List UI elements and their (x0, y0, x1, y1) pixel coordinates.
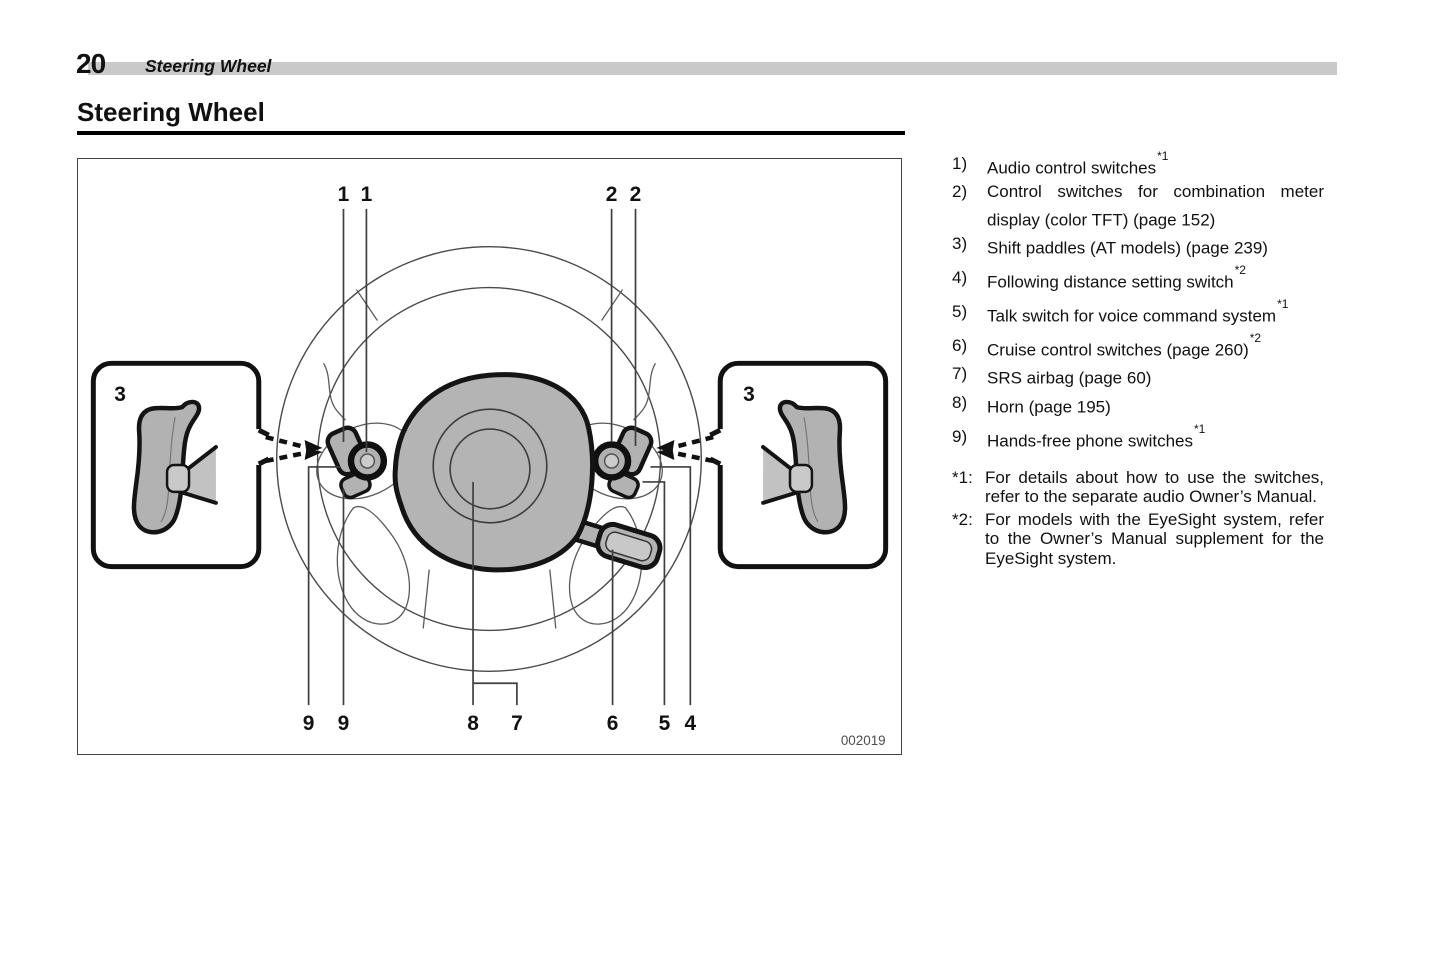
legend-item-8: 8) Horn (page 195) (952, 391, 1324, 419)
legend-item-7: 7) SRS airbag (page 60) (952, 362, 1324, 390)
callout-2a: 2 (606, 183, 618, 206)
legend-item-text: Talk switch for voice command system (987, 306, 1277, 326)
left-side-elements (90, 289, 430, 629)
shift-paddle-drawing (131, 399, 218, 535)
footnote-ref: *1 (1157, 149, 1169, 163)
callout-pointer-arrows (265, 434, 323, 464)
callout-9b: 9 (338, 712, 350, 735)
horn-pad-ring-outer (432, 408, 548, 524)
paddle-button (165, 463, 191, 494)
callout-9a: 9 (303, 712, 315, 735)
legend-item-text: Shift paddles (AT models) (page 239) (987, 238, 1268, 258)
footnote-marker: *2: (952, 509, 973, 529)
running-header-title: Steering Wheel (145, 56, 272, 76)
legend-item-number: 2) (952, 182, 968, 202)
legend-item-number: 3) (952, 233, 968, 253)
callout-2b: 2 (630, 183, 642, 206)
legend-item-2: 2) Control switches for combination mete… (952, 180, 1324, 232)
legend-item-4: 4) Following distance setting switch*2 (952, 262, 1324, 294)
legend-item-3: 3) Shift paddles (AT models) (page 239) (952, 232, 1324, 260)
callout-3-right: 3 (743, 383, 755, 406)
legend-item-number: 6) (952, 336, 968, 356)
legend-item-number: 9) (952, 426, 968, 446)
legend-item-1: 1) Audio control switches*1 (952, 149, 1324, 180)
legend-item-6: 6) Cruise control switches (page 260)*2 (952, 331, 1324, 362)
callout-8: 8 (467, 712, 479, 735)
footnote-text: For models with the EyeSight system, ref… (985, 509, 1324, 568)
callout-4: 4 (685, 712, 697, 735)
footnote-ref: *2 (1249, 331, 1262, 346)
legend: 1) Audio control switches*1 2) Control s… (952, 149, 1324, 569)
footnote-ref: *2 (1234, 262, 1246, 277)
callout-3-left: 3 (114, 383, 126, 406)
section-title-rule (77, 131, 905, 135)
footnote-marker: *1: (952, 467, 973, 487)
legend-item-number: 7) (952, 364, 968, 384)
right-side-elements (550, 290, 886, 629)
footnote-1: *1: For details about how to use the swi… (952, 468, 1324, 507)
legend-item-number: 8) (952, 392, 968, 412)
page-number: 20 (76, 48, 106, 79)
legend-item-number: 1) (952, 154, 968, 173)
footnote-ref: *1 (1194, 421, 1206, 436)
callout-1a: 1 (338, 183, 350, 206)
footnote-2: *2: For models with the EyeSight system,… (952, 510, 1324, 569)
callout-6: 6 (607, 712, 619, 735)
footnote-text: For details about how to use the switche… (985, 467, 1324, 507)
header-bar (88, 62, 1337, 75)
footnotes: *1: For details about how to use the swi… (952, 468, 1324, 569)
section-title: Steering Wheel (77, 97, 265, 127)
callout-5: 5 (659, 712, 671, 735)
callout-1b: 1 (361, 183, 373, 206)
steering-wheel-figure: 1 1 2 2 9 9 8 7 6 5 4 3 3 002019 (77, 158, 902, 755)
legend-item-text: Horn (page 195) (987, 397, 1111, 417)
legend-item-9: 9) Hands-free phone switches*1 (952, 421, 1324, 453)
legend-item-text: Cruise control switches (page 260) (987, 340, 1249, 360)
legend-item-text: Control switches for combination meter d… (987, 182, 1324, 230)
legend-item-5: 5) Talk switch for voice command system*… (952, 297, 1324, 328)
callout-7: 7 (511, 712, 523, 735)
legend-item-text: Hands-free phone switches (987, 431, 1194, 451)
footnote-ref: *1 (1277, 297, 1289, 312)
legend-item-text: Following distance setting switch (987, 272, 1234, 292)
steering-wheel-diagram: 1 1 2 2 9 9 8 7 6 5 4 3 3 002019 (90, 183, 901, 748)
leader-lines (307, 208, 692, 706)
legend-item-number: 5) (952, 302, 968, 322)
legend-item-text: Audio control switches (987, 158, 1157, 178)
legend-item-number: 4) (952, 267, 968, 287)
horn-pad-ring-inner (449, 428, 531, 510)
figure-code: 002019 (841, 733, 886, 748)
airbag-pad (392, 372, 595, 573)
switch-pod (325, 425, 388, 500)
legend-item-text: SRS airbag (page 60) (987, 369, 1152, 389)
